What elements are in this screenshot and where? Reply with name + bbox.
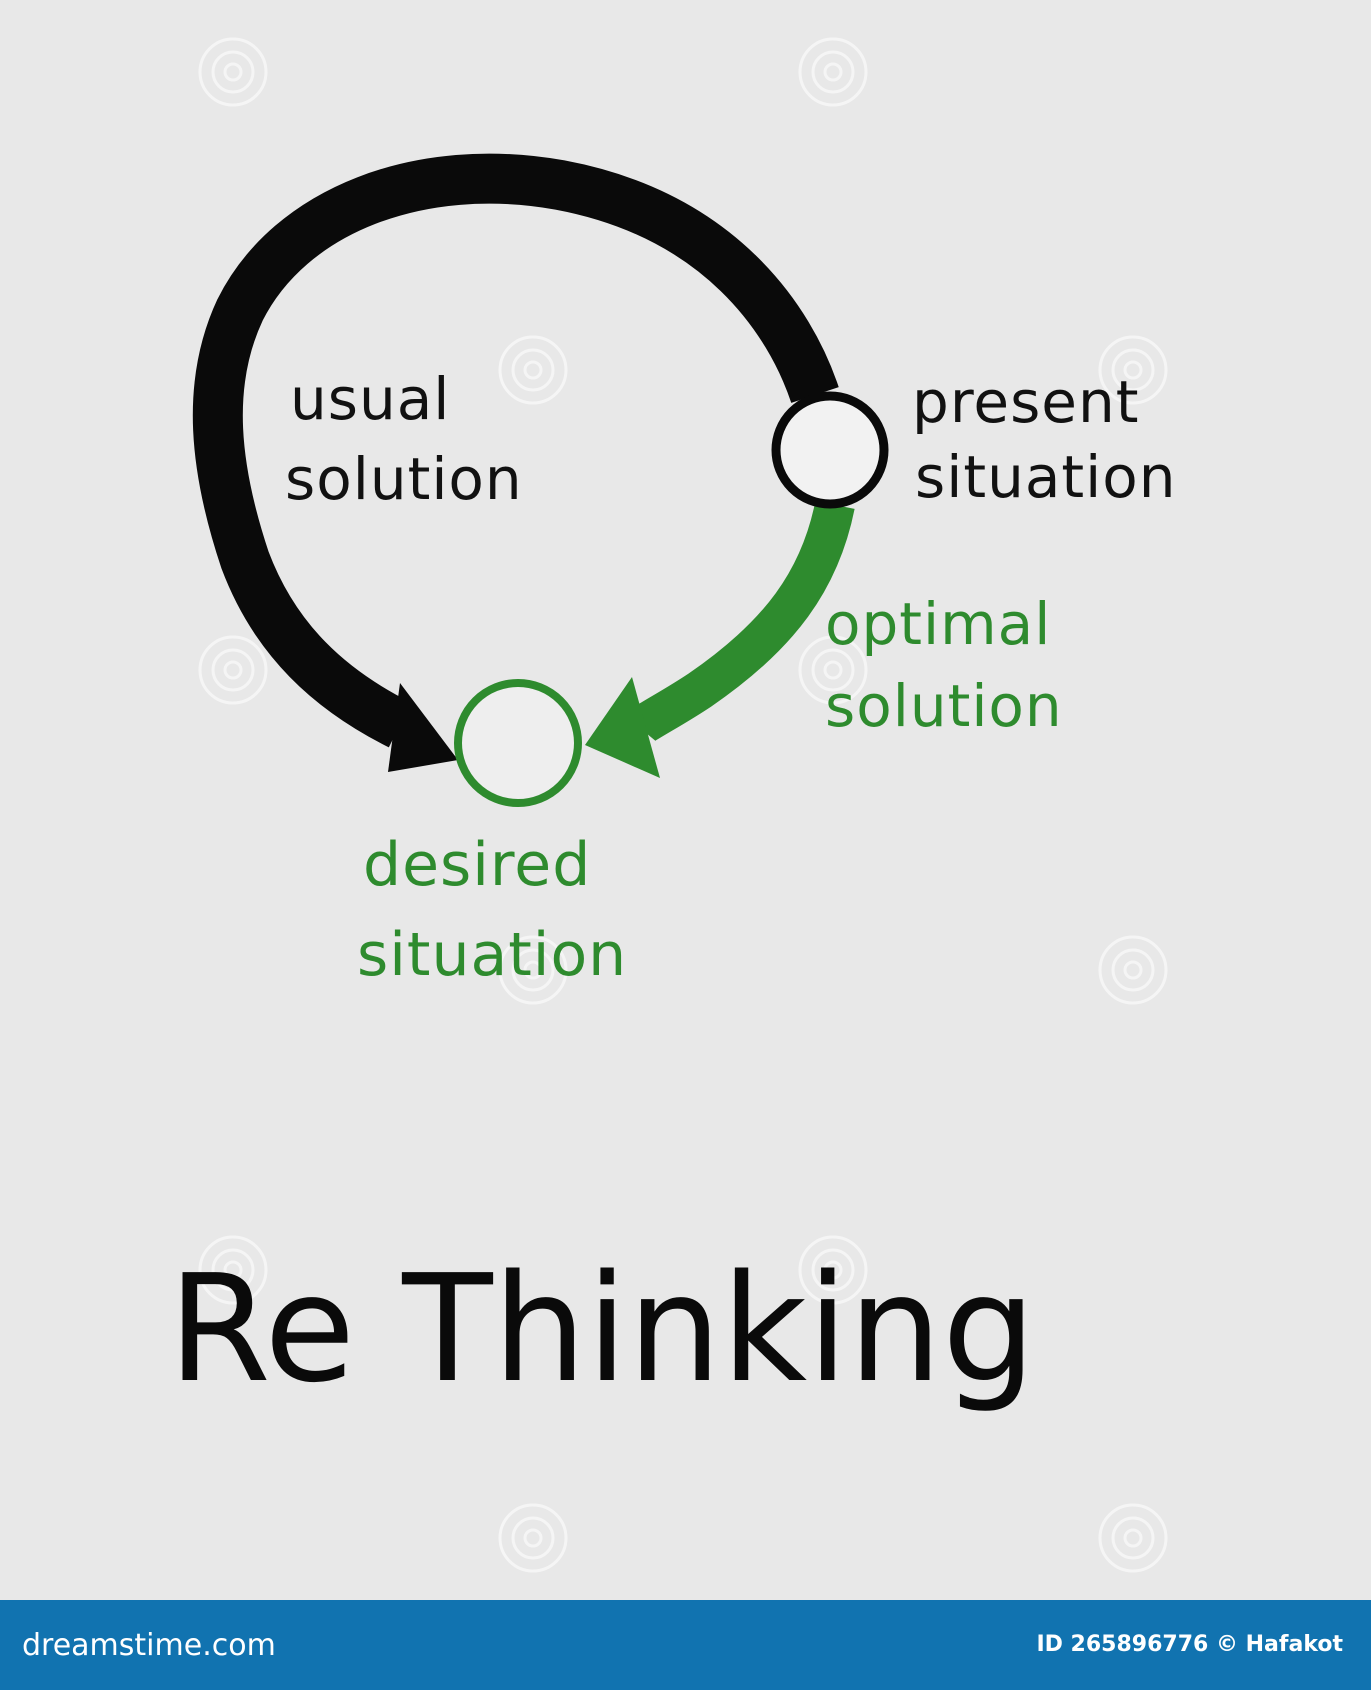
optimal-solution-label-line1: optimal (825, 590, 1052, 658)
watermark-spiral-icon (498, 935, 568, 1005)
watermark-spiral-icon (1098, 935, 1168, 1005)
present-situation-label-line1: present (912, 368, 1140, 436)
usual-solution-arrowhead (388, 683, 458, 772)
diagram-canvas: usual solution present situation optimal… (168, 37, 1177, 1573)
present-situation-node (771, 391, 889, 509)
watermark-spiral-icon (498, 335, 568, 405)
watermark-spiral-icon (198, 1235, 268, 1305)
headline: Re Thinking (168, 1243, 1036, 1415)
watermark-spiral-icon (798, 37, 868, 107)
watermark-spiral-icon (1098, 1503, 1168, 1573)
stock-id-credit: ID 265896776 © Hafakot (1036, 1632, 1343, 1657)
watermark-spiral-icon (498, 1503, 568, 1573)
watermark-marks (198, 37, 1168, 1573)
optimal-solution-label-line2: solution (825, 672, 1063, 740)
watermark-spiral-icon (798, 1235, 868, 1305)
usual-solution-label-line2: solution (285, 445, 523, 513)
watermark-footer: dreamstime.com ID 265896776 © Hafakot (0, 1600, 1371, 1690)
watermark-spiral-icon (198, 37, 268, 107)
desired-situation-node (454, 679, 582, 807)
watermark-spiral-icon (798, 635, 868, 705)
cycle-diagram (192, 37, 1168, 1573)
present-situation-label-line2: situation (915, 443, 1177, 511)
watermark-spiral-icon (198, 635, 268, 705)
usual-solution-arc (192, 153, 839, 748)
watermark-spiral-icon (1098, 335, 1168, 405)
usual-solution-label-line1: usual (290, 365, 451, 433)
optimal-solution-arc (624, 500, 855, 743)
optimal-solution-arrowhead (585, 677, 660, 778)
desired-situation-label-line1: desired (363, 830, 592, 900)
watermark-site-logo[interactable]: dreamstime.com (22, 1628, 276, 1663)
desired-situation-label-line2: situation (357, 920, 628, 990)
